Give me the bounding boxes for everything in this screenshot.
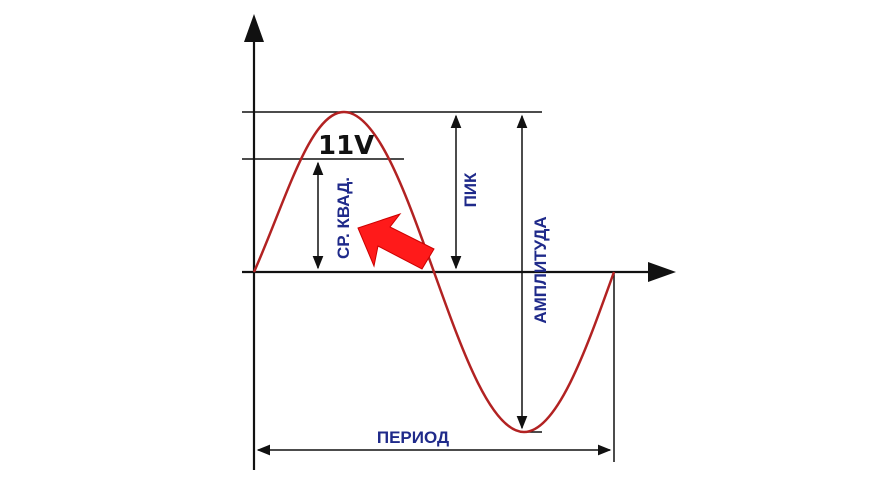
period-label: ПЕРИОД	[377, 428, 449, 447]
sine-wave	[252, 110, 616, 434]
peak-label: ПИК	[461, 172, 480, 207]
rms-label: СР. КВАД.	[334, 177, 353, 259]
axes	[242, 14, 676, 470]
y-axis-arrowhead	[244, 14, 264, 42]
measurement-arrows	[256, 114, 612, 456]
red-arrow-icon	[357, 213, 435, 270]
amplitude-label: АМПЛИТУДА	[531, 216, 550, 323]
voltage-label: 11V	[318, 131, 374, 161]
x-axis-arrowhead	[648, 262, 676, 282]
